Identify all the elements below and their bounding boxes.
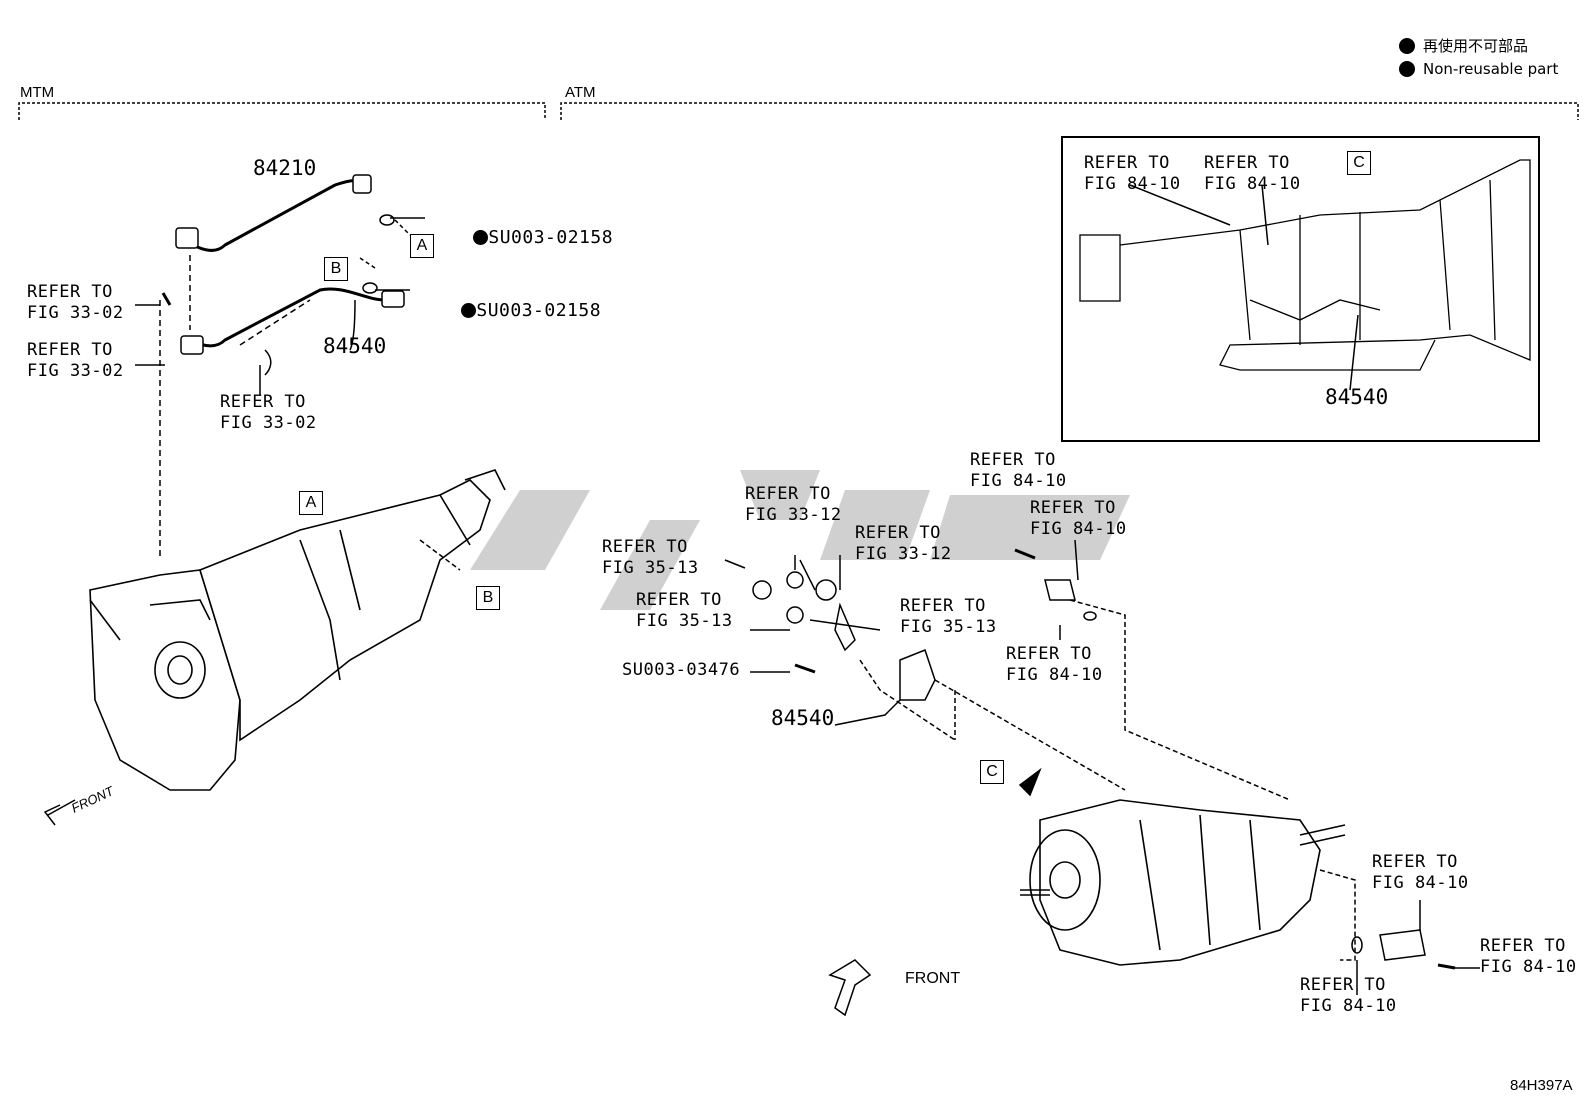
legend-en: Non-reusable part	[1399, 60, 1558, 78]
atm-bracket	[560, 102, 1579, 120]
refer-fig-84-10-b: REFER TO FIG 84-10	[1030, 498, 1127, 539]
part-84540-inset: 84540	[1325, 385, 1389, 409]
bolt-atm-lower	[1437, 963, 1456, 970]
refer-fig-33-02-c: REFER TO FIG 33-02	[220, 392, 317, 433]
bolt-atm-upper	[1014, 548, 1036, 560]
bolt-su003-03476	[794, 663, 816, 674]
connector-84210-b	[352, 174, 372, 194]
su003-02158-a-label: SU003-02158	[428, 206, 613, 269]
refer-fig-84-10-f: REFER TO FIG 84-10	[1300, 975, 1397, 1016]
front-arrow-mtm-shape	[43, 799, 76, 826]
front-arrow-atm-shape	[828, 959, 872, 1017]
inset-transmission	[1079, 159, 1531, 371]
mtm-transmission	[89, 469, 506, 791]
callout-c-body: C	[980, 760, 1004, 784]
watermark-logo	[470, 470, 1130, 610]
refer-fig-35-13-c: REFER TO FIG 35-13	[900, 596, 997, 637]
callout-a: A	[410, 234, 434, 258]
legend-en-text: Non-reusable part	[1423, 60, 1559, 78]
speed-sensor-lower	[1379, 929, 1426, 961]
refer-fig-84-10-c: REFER TO FIG 84-10	[1006, 644, 1103, 685]
part-84540-atm: 84540	[771, 706, 835, 730]
su003-02158-b: SU003-02158	[476, 300, 602, 321]
refer-fig-33-12-b: REFER TO FIG 33-12	[855, 523, 952, 564]
wire-84210	[184, 179, 371, 252]
section-mtm: MTM	[20, 84, 55, 101]
sensor-84540-mtm	[381, 290, 405, 308]
atm-transmission	[1020, 799, 1346, 966]
non-reusable-dot-icon	[1399, 61, 1415, 77]
callout-a-body: A	[299, 491, 323, 515]
inset-frame	[1061, 136, 1540, 442]
legend-jp-text: 再使用不可部品	[1423, 37, 1529, 55]
o-ring-b	[362, 282, 378, 294]
refer-fig-84-10-e: REFER TO FIG 84-10	[1480, 936, 1577, 977]
bracket-84540	[180, 335, 204, 355]
o-ring-lower	[1351, 936, 1363, 954]
non-reusable-dot-icon	[461, 303, 477, 318]
non-reusable-dot-icon	[1399, 37, 1415, 54]
nut-atm	[752, 580, 772, 600]
o-ring-upper	[1083, 611, 1097, 621]
view-arrow-c	[1018, 767, 1042, 797]
lever-atm	[834, 602, 856, 652]
su003-02158-b-label: SU003-02158	[416, 279, 601, 342]
connector-84210-a	[175, 227, 199, 249]
washer-a	[786, 571, 804, 589]
legend-jp: 再使用不可部品	[1399, 35, 1528, 56]
refer-fig-33-02-b: REFER TO FIG 33-02	[27, 340, 124, 381]
callout-b-body: B	[476, 586, 500, 610]
refer-fig-33-12-a: REFER TO FIG 33-12	[745, 484, 842, 525]
su003-03476: SU003-03476	[622, 660, 741, 680]
refer-fig-84-10-inset-a: REFER TO FIG 84-10	[1084, 153, 1181, 194]
refer-fig-84-10-a: REFER TO FIG 84-10	[970, 450, 1067, 491]
speed-sensor-upper	[1044, 579, 1076, 601]
front-label-atm: FRONT	[905, 970, 961, 987]
su003-02158-a: SU003-02158	[488, 227, 614, 248]
part-84210: 84210	[253, 156, 317, 180]
seal-atm	[815, 579, 837, 601]
section-atm: ATM	[565, 84, 596, 101]
refer-fig-84-10-d: REFER TO FIG 84-10	[1372, 852, 1469, 893]
sensor-84540-atm	[899, 649, 936, 701]
clip-mtm	[264, 349, 272, 376]
mtm-bracket	[18, 102, 546, 120]
washer-b	[786, 606, 804, 624]
refer-fig-35-13-a: REFER TO FIG 35-13	[602, 537, 699, 578]
refer-fig-35-13-b: REFER TO FIG 35-13	[636, 590, 733, 631]
callout-c-inset: C	[1347, 151, 1371, 175]
part-84540-mtm: 84540	[323, 334, 387, 358]
figure-id: 84H397A	[1510, 1077, 1573, 1094]
callout-b: B	[324, 257, 348, 281]
refer-fig-33-02-a: REFER TO FIG 33-02	[27, 282, 124, 323]
bolt-mtm	[161, 292, 172, 306]
non-reusable-dot-icon	[473, 230, 489, 245]
refer-fig-84-10-inset-b: REFER TO FIG 84-10	[1204, 153, 1301, 194]
o-ring-a	[379, 214, 395, 226]
